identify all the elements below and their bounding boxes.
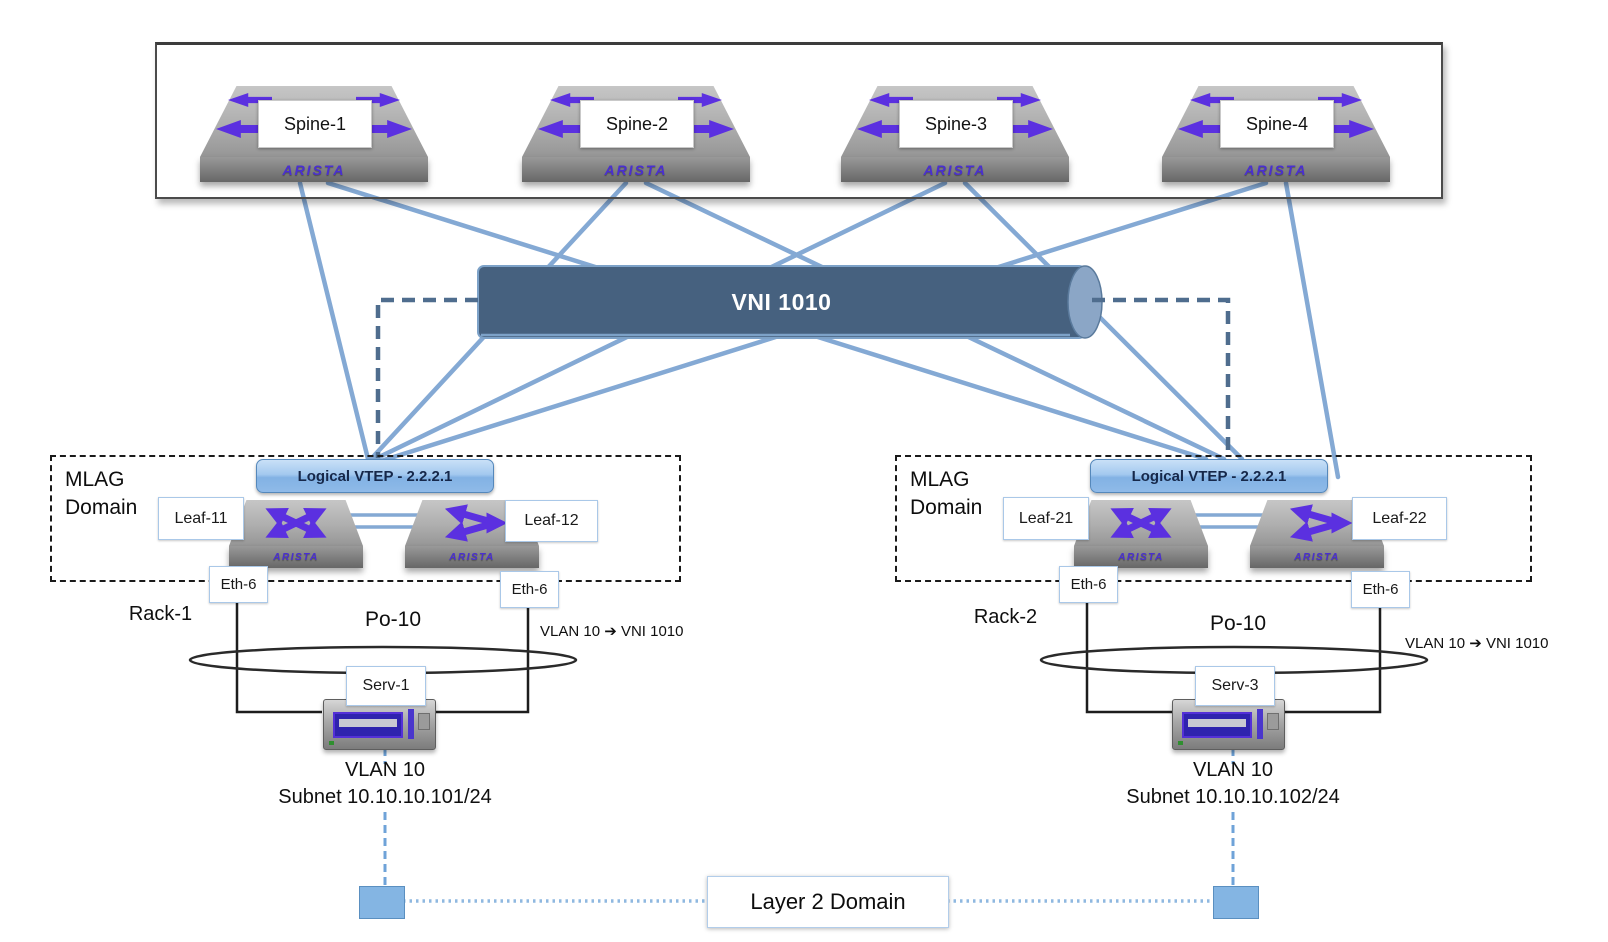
spine-label: Spine-3 <box>899 100 1013 148</box>
crossed-arrows-icon <box>1110 507 1172 539</box>
vtep-label: Logical VTEP - 2.2.2.1 <box>256 459 494 493</box>
eth-port-label: Eth-6 <box>209 566 268 603</box>
server-node <box>323 699 436 750</box>
layer2-domain-box: Layer 2 Domain <box>707 876 949 928</box>
layer2-endpoint-right <box>1213 886 1259 919</box>
mlag-domain-box-1 <box>50 455 681 582</box>
arista-logo: ARISTA <box>1244 161 1308 178</box>
server-stripe <box>408 709 414 739</box>
server-label: Serv-3 <box>1195 666 1275 706</box>
vtep-vni-dashed-connectors <box>375 297 1231 458</box>
arista-logo: ARISTA <box>1294 551 1340 563</box>
arista-logo: ARISTA <box>923 161 987 178</box>
spine-panel <box>155 42 1443 199</box>
port-channel-label: Po-10 <box>364 608 422 631</box>
mlag-domain-label: MLAG Domain <box>910 468 983 519</box>
server-label: Serv-1 <box>346 666 426 706</box>
spine-4-node: Spine-4 ARISTA <box>1162 86 1390 182</box>
spine-2-node: Spine-2 ARISTA <box>522 86 750 182</box>
layer2-endpoint-left <box>359 886 405 919</box>
server-l2-dashed-links <box>383 748 1235 886</box>
leaf-label: Leaf-12 <box>505 500 598 542</box>
mlag-domain-label: MLAG Domain <box>65 468 138 519</box>
port-channel-label: Po-10 <box>1209 612 1267 635</box>
spine-label: Spine-1 <box>258 100 372 148</box>
spine-label: Spine-2 <box>580 100 694 148</box>
server-node <box>1172 699 1285 750</box>
server-stripe <box>1257 709 1263 739</box>
fork-arrow-icon <box>444 504 508 542</box>
leaf-label: Leaf-11 <box>158 497 244 540</box>
server-led <box>329 741 334 745</box>
leaf-label: Leaf-21 <box>1003 497 1089 540</box>
arista-logo: ARISTA <box>273 551 319 563</box>
vlan-label: VLAN 10 <box>344 758 426 781</box>
vlan-label: VLAN 10 <box>1192 758 1274 781</box>
leaf-21-node: ARISTA <box>1074 500 1208 568</box>
port-channel-wires <box>235 601 1382 714</box>
arista-logo: ARISTA <box>604 161 668 178</box>
server-button <box>1267 713 1279 730</box>
fork-arrow-icon <box>1289 504 1353 542</box>
arista-logo: ARISTA <box>449 551 495 563</box>
subnet-label: Subnet 10.10.10.102/24 <box>1126 785 1340 808</box>
vlan-mapping-label: VLAN 10 ➔ VNI 1010 <box>540 623 684 640</box>
rack-label: Rack-1 <box>128 602 193 625</box>
spine-label: Spine-4 <box>1220 100 1334 148</box>
eth-port-label: Eth-6 <box>500 571 559 608</box>
arista-logo: ARISTA <box>1118 551 1164 563</box>
mlag-domain-box-2 <box>895 455 1532 582</box>
spine-3-node: Spine-3 ARISTA <box>841 86 1069 182</box>
leaf-11-node: ARISTA <box>229 500 363 568</box>
arista-logo: ARISTA <box>282 161 346 178</box>
spine-1-node: Spine-1 ARISTA <box>200 86 428 182</box>
server-slot <box>1182 712 1252 738</box>
vlan-mapping-label: VLAN 10 ➔ VNI 1010 <box>1405 635 1549 652</box>
vtep-label: Logical VTEP - 2.2.2.1 <box>1090 459 1328 493</box>
server-led <box>1178 741 1183 745</box>
server-button <box>418 713 430 730</box>
eth-port-label: Eth-6 <box>1351 571 1410 608</box>
leaf-label: Leaf-22 <box>1352 497 1447 540</box>
crossed-arrows-icon <box>265 507 327 539</box>
subnet-label: Subnet 10.10.10.101/24 <box>278 785 492 808</box>
rack-label: Rack-2 <box>973 605 1038 628</box>
server-slot <box>333 712 403 738</box>
eth-port-label: Eth-6 <box>1059 566 1118 603</box>
vni-tunnel-label: VNI 1010 <box>731 288 832 315</box>
